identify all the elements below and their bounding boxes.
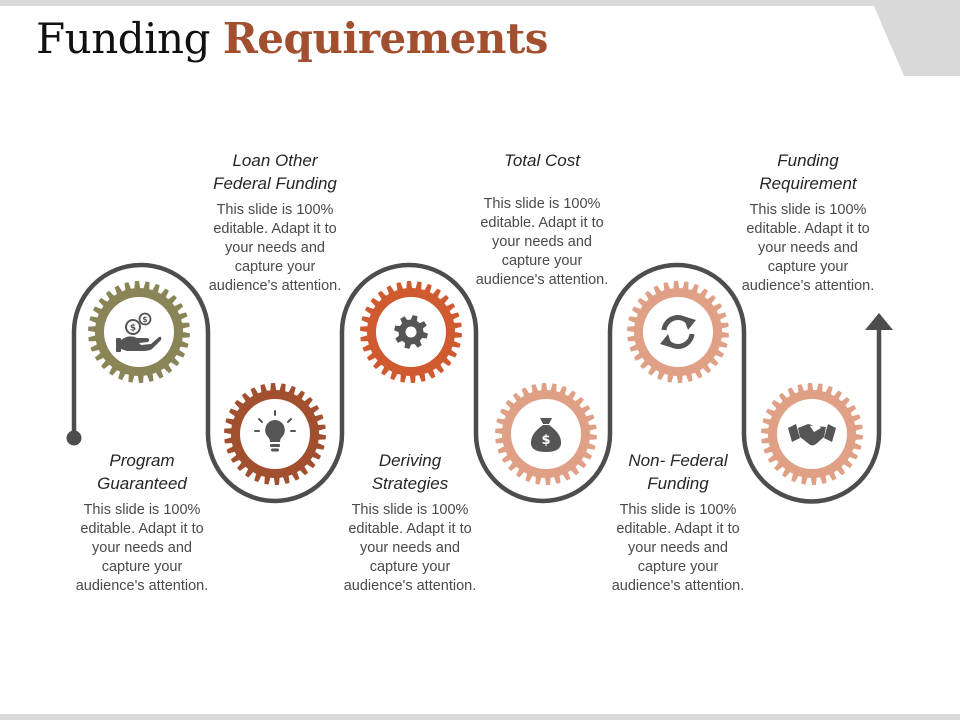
- corner-decoration: [874, 6, 960, 76]
- money-bag-icon: $: [530, 418, 562, 452]
- money-hand-icon: $ $: [116, 312, 162, 352]
- step-total-cost: Total Cost This slide is 100%editable. A…: [456, 149, 628, 290]
- refresh-icon: [660, 315, 696, 349]
- step-heading: Total Cost: [504, 151, 580, 170]
- gear-icon: [394, 315, 428, 349]
- lightbulb-icon: [254, 410, 296, 452]
- svg-text:$: $: [541, 433, 550, 448]
- gear-center: [643, 297, 713, 367]
- path-start-dot: [66, 430, 82, 446]
- handshake-icon: [788, 424, 836, 446]
- title-accent: Requirements: [222, 14, 549, 63]
- path-end-arrow: [865, 313, 893, 330]
- title-plain: Funding: [36, 14, 211, 63]
- bottom-band: [0, 714, 960, 720]
- svg-text:$: $: [130, 324, 136, 334]
- svg-text:$: $: [142, 315, 147, 324]
- connector-path: [71, 262, 882, 504]
- top-band: [0, 0, 960, 6]
- page-title: Funding Requirements: [36, 14, 548, 63]
- gear-non-federal-funding: [627, 281, 729, 383]
